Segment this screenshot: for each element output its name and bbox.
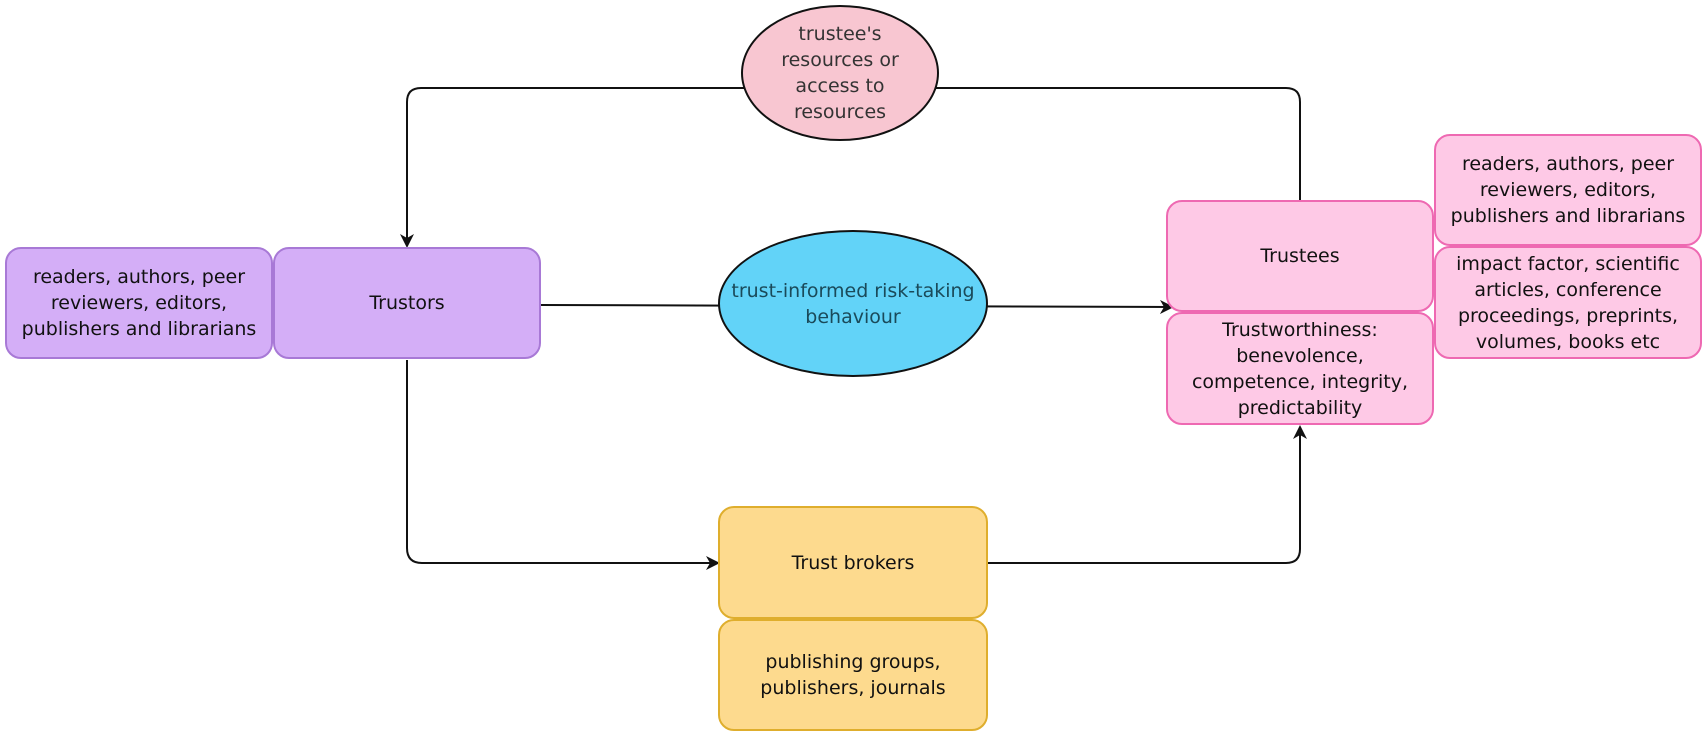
risk-taking-label: trust-informed risk-taking behaviour xyxy=(731,279,975,328)
trust-brokers-examples-label: publishing groups, publishers, journals xyxy=(760,651,946,699)
trustworthiness-box: Trustworthiness: benevolence, competence… xyxy=(1166,312,1434,425)
edge-trustors-to-brokers xyxy=(406,360,720,570)
trustees-objects-examples-label: impact factor, scientific articles, conf… xyxy=(1456,252,1680,353)
trust-brokers-examples-box: publishing groups, publishers, journals xyxy=(718,619,988,731)
trustees-objects-examples-box: impact factor, scientific articles, conf… xyxy=(1434,246,1702,359)
resources-ellipse: trustee's resources or access to resourc… xyxy=(741,5,939,141)
trust-brokers-box: Trust brokers xyxy=(718,506,988,619)
trustors-label: Trustors xyxy=(369,292,445,314)
trustees-people-examples-box: readers, authors, peer reviewers, editor… xyxy=(1434,134,1702,246)
trustworthiness-label: Trustworthiness: benevolence, competence… xyxy=(1191,318,1409,419)
trust-brokers-label: Trust brokers xyxy=(791,551,915,574)
trustors-box: Trustors xyxy=(273,247,541,359)
resources-label: trustee's resources or access to resourc… xyxy=(781,23,899,123)
trustees-people-examples-label: readers, authors, peer reviewers, editor… xyxy=(1450,153,1686,227)
trustees-box: Trustees xyxy=(1166,200,1434,312)
trustors-examples-label: readers, authors, peer reviewers, editor… xyxy=(21,266,257,340)
risk-taking-ellipse: trust-informed risk-taking behaviour xyxy=(718,230,988,377)
edge-brokers-to-trustworthiness xyxy=(988,425,1307,564)
trustees-label: Trustees xyxy=(1260,245,1340,267)
trustors-examples-box: readers, authors, peer reviewers, editor… xyxy=(5,247,273,359)
